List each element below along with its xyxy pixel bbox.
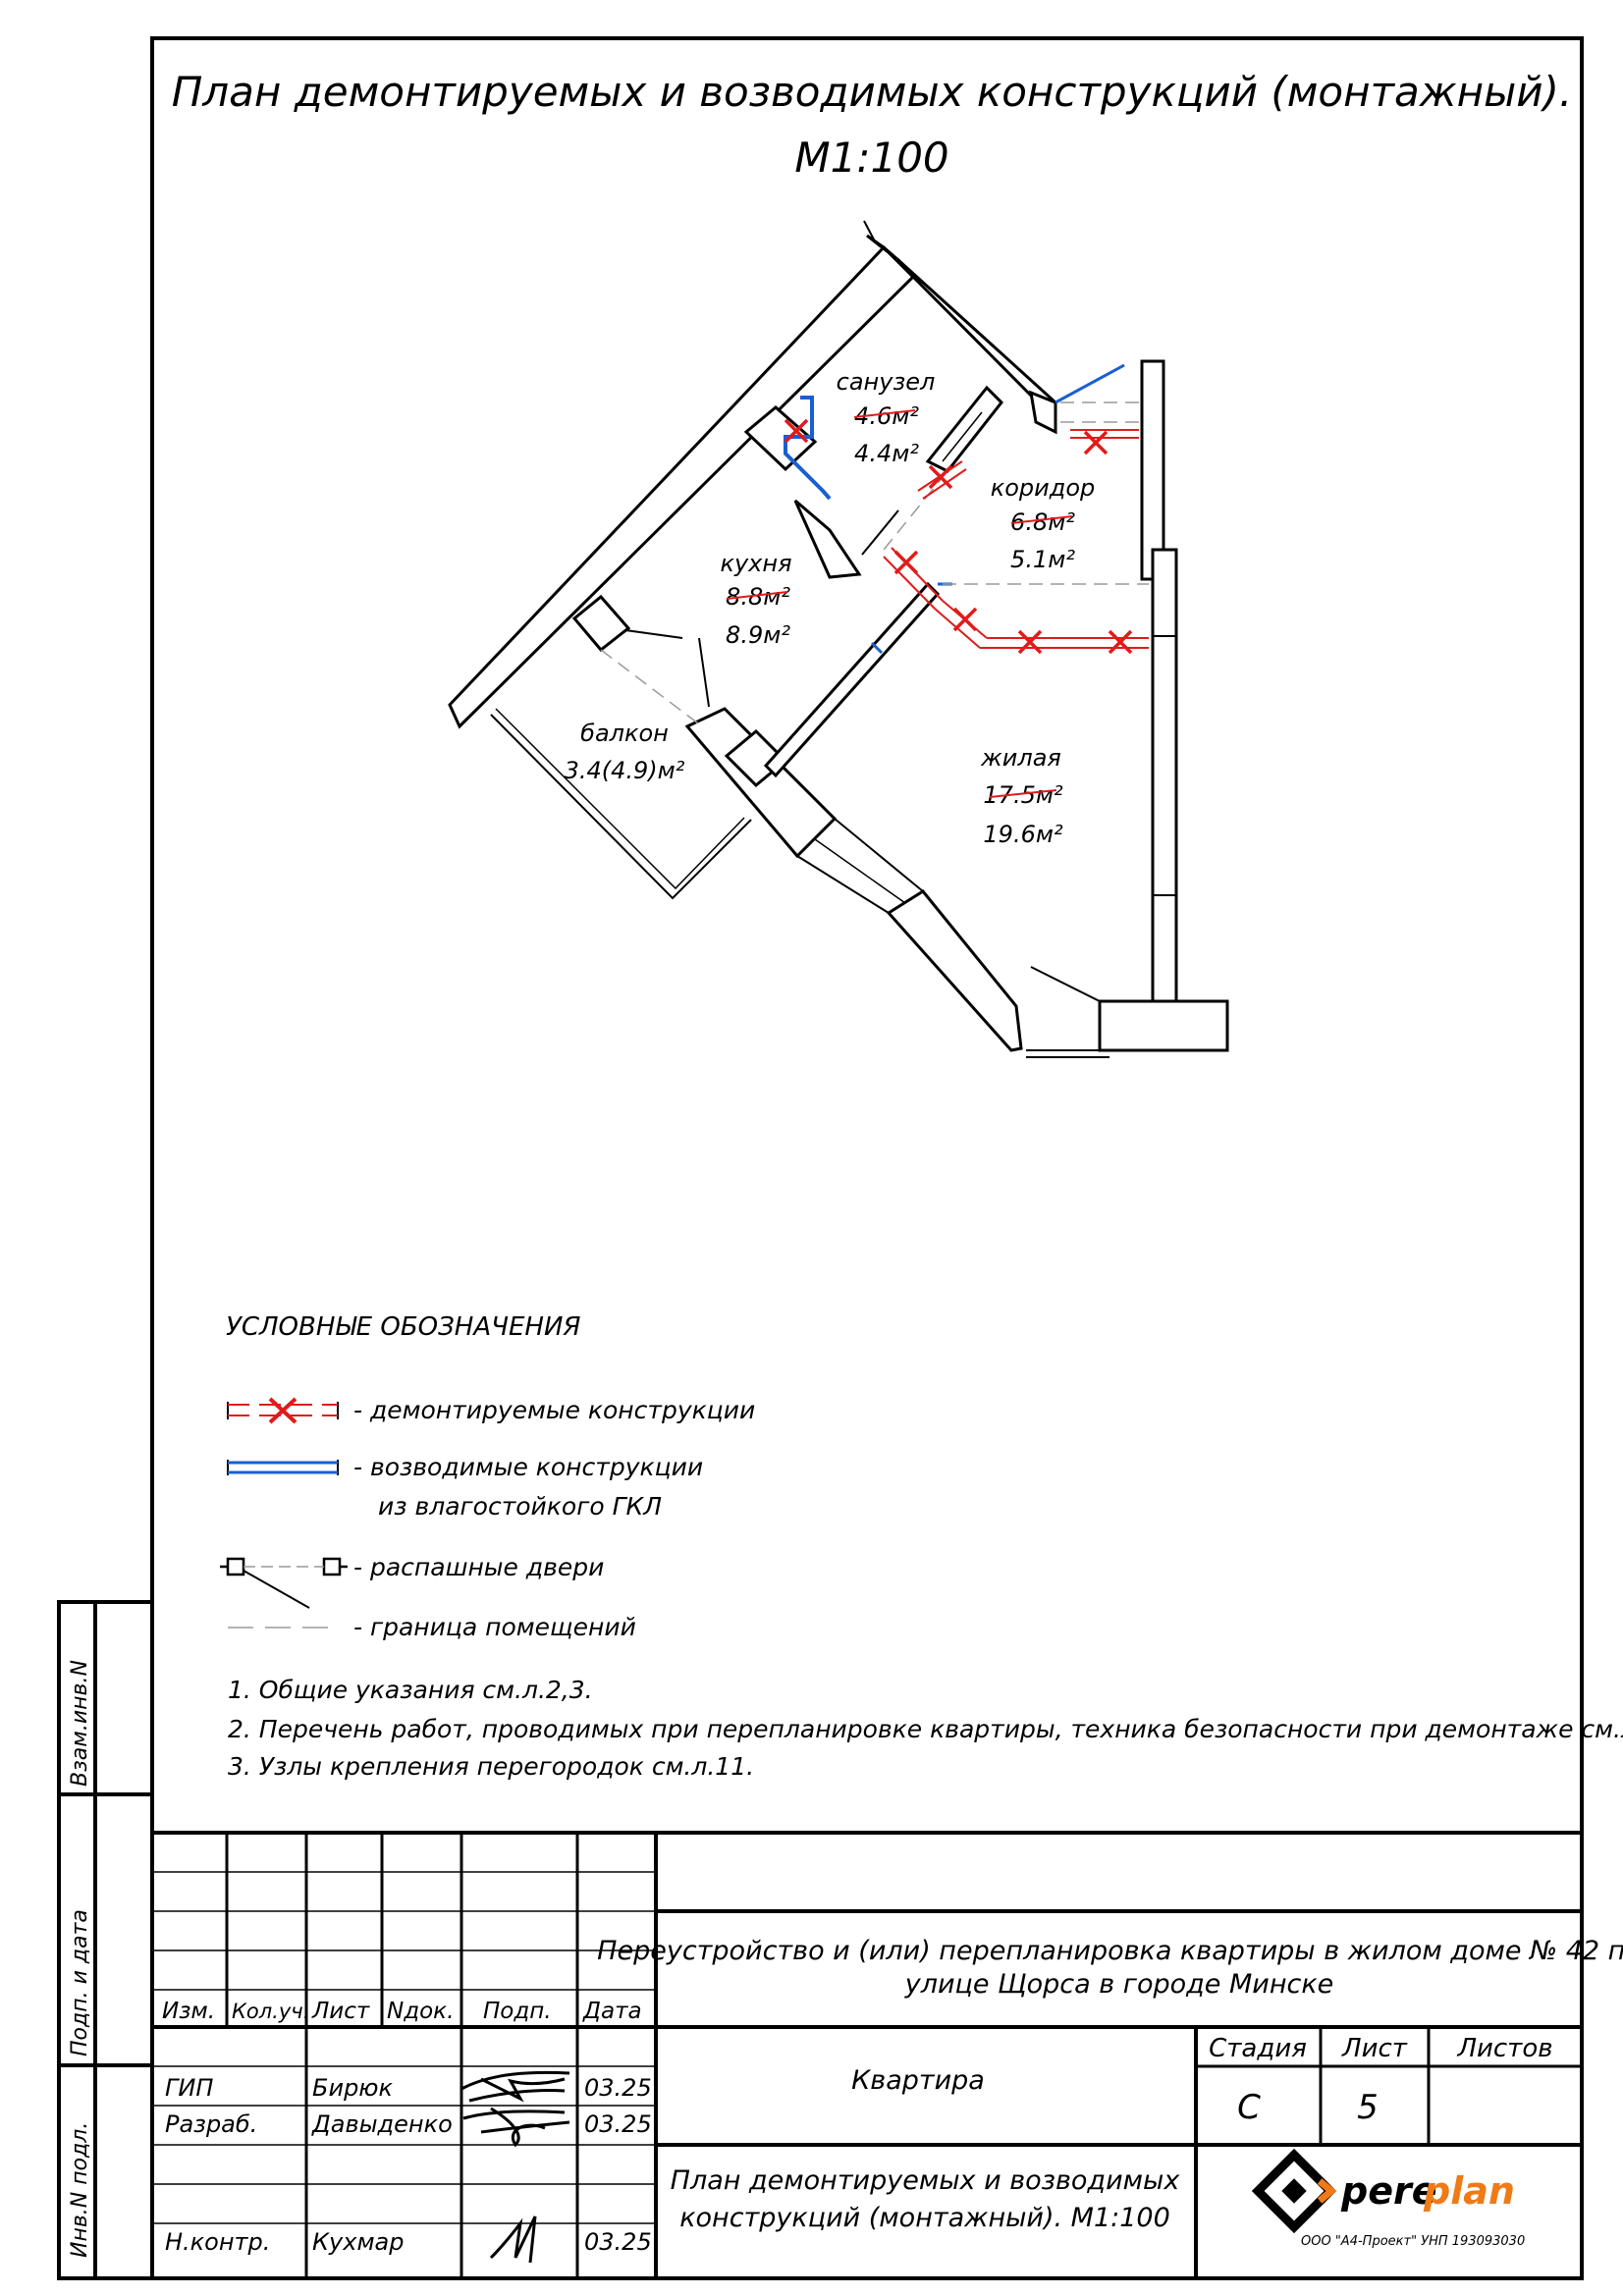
tb-stage-label: Стадия xyxy=(1209,2034,1307,2063)
general-notes: 1. Общие указания см.л.2,3. 2. Перечень … xyxy=(228,1676,1623,1781)
tb-header-izm: Изм. xyxy=(162,1999,215,2024)
logo-arrow-icon xyxy=(1317,2178,1337,2204)
tb-sheets-label: Листов xyxy=(1456,2034,1552,2063)
tb-header-koluch: Кол.уч. xyxy=(232,2000,309,2023)
note-1: 1. Общие указания см.л.2,3. xyxy=(228,1676,593,1704)
plan-new-door-leaf xyxy=(1055,363,1125,404)
plan-bath-partition xyxy=(743,405,818,472)
tb-role-gip: ГИП xyxy=(165,2074,213,2102)
tb-header-data: Дата xyxy=(582,1999,642,2024)
plan-window-kitchen xyxy=(624,629,683,639)
plan-wall-bottom-right xyxy=(1098,999,1229,1052)
plan-pier-kitchen xyxy=(571,594,631,653)
legend-label-new-wall: - возводимые конструкции xyxy=(353,1453,703,1481)
legend-label-demolish: - демонтируемые конструкции xyxy=(353,1396,755,1424)
legend-demolish-symbol xyxy=(227,1397,339,1424)
tb-name-razrab: Давыденко xyxy=(311,2110,453,2138)
sheet-frame xyxy=(150,36,1584,2280)
title-block xyxy=(152,1831,1582,2278)
tb-sheet-title-line2: конструкций (монтажный). М1:100 xyxy=(679,2203,1170,2233)
tb-object: Квартира xyxy=(851,2065,985,2096)
company-details: ООО "А4-Проект" УНП 193093030 xyxy=(1301,2234,1525,2249)
room-name-koridor: коридор xyxy=(991,474,1096,502)
tb-header-podp: Подп. xyxy=(483,1999,552,2024)
logo-text-plan: plan xyxy=(1423,2169,1515,2213)
tb-name-gip: Бирюк xyxy=(312,2074,394,2102)
plan-new-wall-bath xyxy=(784,396,832,501)
plan-wall-right-upper xyxy=(1140,359,1165,581)
tb-project-line2: улице Щорса в городе Минске xyxy=(904,1969,1334,2000)
logo-text-pere: pere xyxy=(1340,2169,1437,2213)
room-old-area-zhilaya: 17.5м² xyxy=(983,781,1063,809)
drawing-title-line2: М1:100 xyxy=(794,133,948,182)
room-name-zhilaya: жилая xyxy=(980,744,1061,772)
room-new-area-kuhnya: 8.9м² xyxy=(726,621,790,649)
tb-stage-value: С xyxy=(1237,2088,1261,2127)
room-name-kuhnya: кухня xyxy=(720,550,791,577)
plan-wall-exterior-left xyxy=(448,244,916,729)
tb-project-line1: Переустройство и (или) перепланировка кв… xyxy=(597,1936,1623,1966)
tb-name-nkontr: Кухмар xyxy=(312,2228,405,2256)
plan-boundary-kitchen-balcony xyxy=(600,649,703,727)
plan-door-living xyxy=(1030,966,1101,1002)
room-name-sanuzel: санузел xyxy=(837,368,936,396)
tb-date-nkontr: 03.25 xyxy=(584,2228,652,2256)
signature-marks xyxy=(460,2070,570,2264)
room-new-area-zhilaya: 19.6м² xyxy=(983,821,1063,848)
logo-mark-icon xyxy=(1251,2148,1337,2234)
plan-wall-bath-outer xyxy=(882,245,1057,427)
plan-bath-shaft-2 xyxy=(925,385,1004,473)
plan-wall-lower-diag-2 xyxy=(886,889,1023,1052)
legend-label-doors: - распашные двери xyxy=(353,1553,604,1581)
plan-room-labels: санузел 4.6м² 4.4м² коридор 6.8м² 5.1м² … xyxy=(565,368,1096,848)
legend-label-new-wall-2: из влагостойкого ГКЛ xyxy=(378,1492,662,1521)
note-3: 3. Узлы крепления перегородок см.л.11. xyxy=(228,1752,754,1781)
drawing-title-line1: План демонтируемых и возводимых конструк… xyxy=(172,68,1573,116)
floor-plan xyxy=(448,220,1229,1058)
side-stamp-podp: Подп. и дата xyxy=(68,1909,92,2056)
plan-wall-right-lower xyxy=(1151,548,1178,1050)
legend-new-wall-symbol xyxy=(227,1460,339,1475)
legend: УСЛОВНЫЕ ОБОЗНАЧЕНИЯ - демонтируемые кон… xyxy=(220,1312,755,1641)
legend-door-symbol xyxy=(220,1557,348,1609)
tb-role-nkontr: Н.контр. xyxy=(165,2228,270,2256)
plan-wall-bath-stub xyxy=(1029,390,1057,435)
legend-label-boundary: - граница помещений xyxy=(353,1613,636,1641)
tb-role-razrab: Разраб. xyxy=(165,2110,257,2138)
tb-sheet-value: 5 xyxy=(1357,2088,1379,2127)
room-area-balkon: 3.4(4.9)м² xyxy=(565,757,685,784)
plan-demolish-lines xyxy=(883,429,1149,649)
side-stamp-vzam: Взам.инв.N xyxy=(68,1660,92,1787)
note-2: 2. Перечень работ, проводимых при перепл… xyxy=(228,1715,1623,1743)
tb-sheet-title-line1: План демонтируемых и возводимых xyxy=(671,2165,1181,2196)
tb-header-ndok: Nдок. xyxy=(387,1999,454,2024)
side-stamp xyxy=(57,1600,154,2280)
plan-demolish-crosses xyxy=(784,418,1133,655)
plan-wall-kitchen-living xyxy=(763,581,941,778)
legend-heading: УСЛОВНЫЕ ОБОЗНАЧЕНИЯ xyxy=(226,1312,580,1342)
company-logo: pere plan ООО "А4-Проект" УНП 193093030 xyxy=(1251,2148,1525,2249)
tb-date-razrab: 03.25 xyxy=(584,2110,652,2138)
tb-date-gip: 03.25 xyxy=(584,2074,652,2102)
room-new-area-koridor: 5.1м² xyxy=(1010,546,1075,573)
tb-header-list: Лист xyxy=(311,1999,370,2024)
plan-balcony-outline xyxy=(490,714,752,900)
plan-bath-shaft-1 xyxy=(793,499,862,579)
plan-wall-break xyxy=(863,220,875,240)
room-new-area-sanuzel: 4.4м² xyxy=(854,440,919,467)
tb-sheet-label: Лист xyxy=(1341,2034,1408,2063)
side-stamp-inv: Инв.N подл. xyxy=(68,2122,92,2258)
room-name-balkon: балкон xyxy=(580,720,669,747)
